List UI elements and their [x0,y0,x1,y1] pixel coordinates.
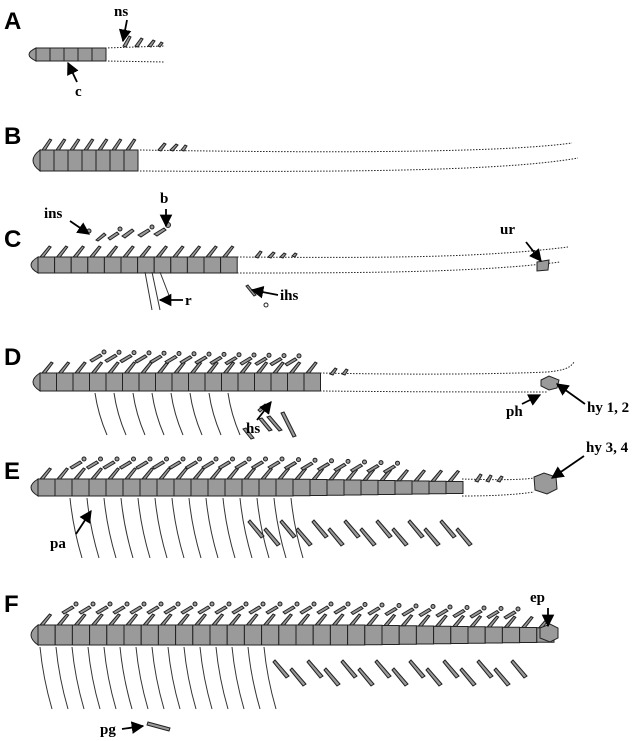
label-b: b [160,191,168,207]
panel-label-f: F [4,591,19,618]
label-pg: pg [100,722,116,738]
label-pa: pa [50,536,66,552]
label-ep: ep [530,590,545,606]
panel-b-specimen [33,139,578,171]
label-ns: ns [114,4,128,20]
panel-c-specimen [31,223,568,311]
label-ins: ins [44,206,63,222]
label-ph: ph [506,404,523,420]
label-hy12: hy 1, 2 [587,400,629,416]
label-c: c [75,84,82,100]
panel-label-e: E [4,458,20,485]
panel-a-specimen [29,36,165,62]
panel-label-b: B [4,123,21,150]
label-ur: ur [500,222,515,238]
label-hy34: hy 3, 4 [586,440,629,456]
label-hs: hs [246,421,260,437]
panel-d-specimen [33,350,574,439]
label-r: r [185,293,192,309]
panel-label-c: C [4,226,21,253]
panel-f-specimen [31,602,558,731]
panel-label-a: A [4,8,21,35]
label-ihs: ihs [280,288,299,304]
panel-e-specimen [31,457,557,558]
panel-label-d: D [4,344,21,371]
